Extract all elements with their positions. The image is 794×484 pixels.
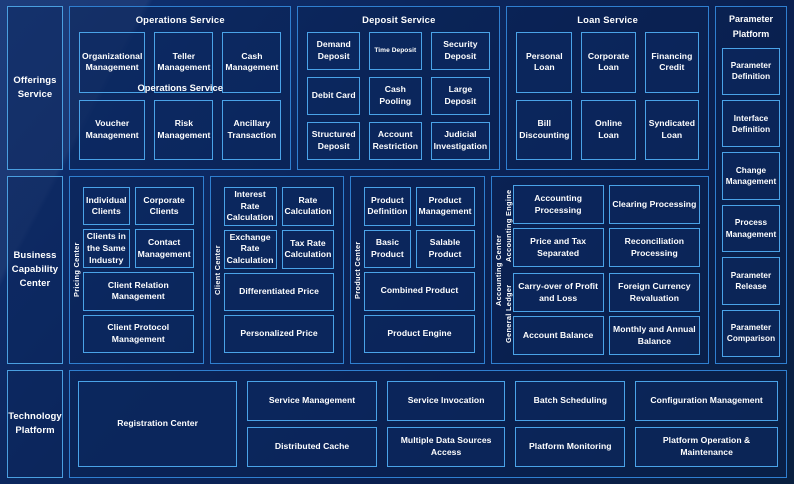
panel-product-center: Product Center Product Definition Produc… [350, 176, 485, 364]
box-foreign-currency-revaluation[interactable]: Foreign Currency Revaluation [608, 273, 700, 312]
box-bill-discounting[interactable]: Bill Discounting [516, 99, 573, 160]
operations-service-title: Operations Service [135, 14, 225, 25]
rail-technology-platform-label: Technology Platform [8, 411, 62, 436]
box-product-engine[interactable]: Product Engine [364, 314, 475, 353]
box-process-management[interactable]: Process Management [722, 204, 780, 253]
offerings-service-row: Offerings Service Operations Service Ope… [7, 6, 710, 170]
box-account-balance[interactable]: Account Balance [512, 316, 604, 355]
box-large-deposit[interactable]: Large Deposit [430, 77, 491, 115]
box-personalized-price[interactable]: Personalized Price [223, 314, 335, 353]
vlabel-accounting-engine: Accounting Engine [503, 189, 513, 263]
box-corporate-clients[interactable]: Corporate Clients [134, 187, 194, 226]
box-carry-over-of-profit-and-loss[interactable]: Carry-over of Profit and Loss [512, 273, 604, 312]
box-contact-management[interactable]: Contact Management [134, 229, 194, 269]
vlabel-client-center: Client Center [212, 245, 222, 295]
rail-business-capability-center: Business Capability Center [7, 176, 63, 364]
box-personal-loan[interactable]: Personal Loan [516, 32, 573, 93]
box-online-loan[interactable]: Online Loan [581, 99, 636, 160]
box-parameter-release[interactable]: Parameter Release [722, 257, 780, 305]
business-capability-center-row: Business Capability Center Pricing Cente… [7, 176, 709, 364]
panel-pricing-center: Pricing Center Individual Clients Corpor… [69, 176, 204, 364]
box-change-management[interactable]: Change Management [722, 152, 780, 200]
box-risk-management[interactable]: Risk Management [154, 99, 214, 160]
parameter-platform-title-line2: Platform [732, 29, 770, 40]
box-teller-management[interactable]: Teller Management [154, 32, 214, 93]
box-clearing-processing[interactable]: Clearing Processing [608, 185, 700, 224]
box-distributed-cache[interactable]: Distributed Cache [247, 427, 377, 467]
box-interest-rate-calculation[interactable]: Interest Rate Calculation [223, 187, 277, 226]
rail-technology-platform: Technology Platform [7, 370, 63, 478]
panel-loan-service: Loan Service Personal Loan Corporate Loa… [506, 6, 710, 170]
vlabel-general-ledger: General Ledger [503, 284, 513, 344]
deposit-service-title: Deposit Service [362, 14, 436, 25]
box-parameter-definition[interactable]: Parameter Definition [722, 47, 780, 95]
box-judicial-investigation[interactable]: Judicial Investigation [430, 122, 491, 160]
rail-business-capability-center-label: Business Capability Center [11, 250, 59, 289]
vlabel-product-center: Product Center [353, 241, 363, 299]
box-batch-scheduling[interactable]: Batch Scheduling [515, 381, 626, 421]
rail-offerings-service-label: Offerings Service [13, 75, 57, 100]
box-platform-monitoring[interactable]: Platform Monitoring [515, 427, 626, 467]
box-multiple-data-sources-access[interactable]: Multiple Data Sources Access [386, 427, 506, 467]
vlabel-accounting-center: Accounting Center [493, 234, 503, 306]
box-monthly-and-annual-balance[interactable]: Monthly and Annual Balance [608, 316, 700, 355]
box-demand-deposit[interactable]: Demand Deposit [307, 32, 361, 70]
box-debit-card[interactable]: Debit Card [307, 77, 361, 115]
box-cash-management[interactable]: Cash Management [222, 32, 282, 93]
box-client-protocol-management[interactable]: Client Protocol Management [83, 314, 194, 353]
box-ancillary-transaction[interactable]: Ancillary Transaction [222, 99, 282, 160]
panel-operations-service: Operations Service Operations Service Or… [69, 6, 292, 170]
box-combined-product[interactable]: Combined Product [364, 272, 475, 311]
box-voucher-management[interactable]: Voucher Management [79, 99, 146, 160]
box-rate-calculation[interactable]: Rate Calculation [281, 187, 335, 226]
box-service-management[interactable]: Service Management [247, 381, 377, 421]
panel-technology-platform: Registration Center Service Management S… [69, 370, 787, 478]
box-clients-in-the-same-industry[interactable]: Clients in the Same Industry [83, 229, 130, 269]
box-cash-pooling[interactable]: Cash Pooling [369, 77, 422, 115]
box-corporate-loan[interactable]: Corporate Loan [581, 32, 636, 93]
box-basic-product[interactable]: Basic Product [364, 229, 411, 268]
box-financing-credit[interactable]: Financing Credit [644, 32, 700, 93]
parameter-platform-title: Parameter Platform [722, 12, 780, 43]
panel-accounting-center: Accounting Center Accounting Engine Acco… [490, 176, 709, 364]
box-reconciliation-processing[interactable]: Reconciliation Processing [608, 228, 700, 267]
panel-client-center: Client Center Interest Rate Calculation … [209, 176, 345, 364]
box-platform-operation-and-maintenance[interactable]: Platform Operation & Maintenance [635, 427, 778, 467]
box-exchange-rate-calculation[interactable]: Exchange Rate Calculation [223, 229, 277, 269]
box-service-invocation[interactable]: Service Invocation [386, 381, 506, 421]
box-security-deposit[interactable]: Security Deposit [430, 32, 491, 70]
box-tax-rate-calculation[interactable]: Tax Rate Calculation [281, 229, 335, 269]
box-structured-deposit[interactable]: Structured Deposit [307, 122, 361, 160]
vlabel-pricing-center: Pricing Center [72, 242, 81, 298]
group-accounting-engine: Accounting Engine Accounting Processing … [504, 185, 700, 267]
panel-parameter-platform: Parameter Platform Parameter Definition … [715, 6, 787, 364]
box-product-management[interactable]: Product Management [415, 187, 475, 226]
technology-platform-row: Technology Platform Registration Center … [7, 370, 787, 478]
box-parameter-comparison[interactable]: Parameter Comparison [722, 309, 780, 358]
box-organizational-management[interactable]: Organizational Management [79, 32, 146, 93]
box-time-deposit[interactable]: Time Deposit [369, 32, 422, 70]
parameter-platform-title-line1: Parameter [728, 14, 774, 24]
box-individual-clients[interactable]: Individual Clients [83, 187, 130, 226]
box-salable-product[interactable]: Salable Product [415, 229, 475, 268]
box-accounting-processing[interactable]: Accounting Processing [512, 185, 604, 224]
box-configuration-management[interactable]: Configuration Management [635, 381, 778, 421]
box-interface-definition[interactable]: Interface Definition [722, 100, 780, 148]
panel-deposit-service: Deposit Service Demand Deposit Time Depo… [297, 6, 501, 170]
box-price-and-tax-separated[interactable]: Price and Tax Separated [512, 228, 604, 267]
box-syndicated-loan[interactable]: Syndicated Loan [644, 99, 700, 160]
group-general-ledger: General Ledger Carry-over of Profit and … [504, 273, 700, 355]
box-registration-center[interactable]: Registration Center [78, 381, 238, 467]
box-account-restriction[interactable]: Account Restriction [369, 122, 422, 160]
box-product-definition[interactable]: Product Definition [364, 187, 411, 226]
loan-service-title: Loan Service [577, 14, 638, 25]
box-differentiated-price[interactable]: Differentiated Price [223, 272, 335, 311]
rail-offerings-service: Offerings Service [7, 6, 63, 170]
box-client-relation-management[interactable]: Client Relation Management [83, 272, 194, 311]
